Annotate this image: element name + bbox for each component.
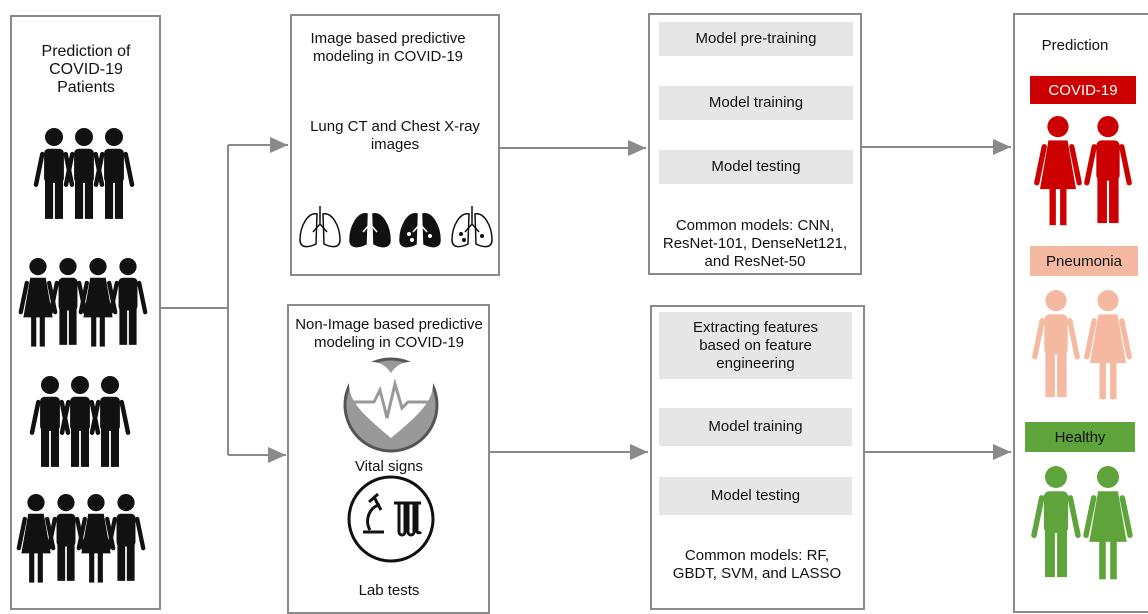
lung-figure: [399, 206, 441, 248]
image-step-testing: Model testing: [659, 150, 853, 184]
heartbeat-icon: [343, 357, 439, 453]
lungs-icon: [299, 206, 493, 248]
people-group-icon: [16, 128, 148, 583]
lung-figure: [299, 206, 341, 248]
patients-title: Prediction of COVID-19 Patients: [41, 43, 131, 96]
person-figure: [1084, 290, 1132, 400]
person-figure: [106, 494, 146, 581]
non-image-model-box: Extracting features based on feature eng…: [650, 305, 865, 610]
lung-figure: [451, 206, 493, 248]
non-image-based-title: Non-Image based predictive modeling in C…: [295, 316, 483, 351]
person-figure: [1083, 466, 1133, 580]
pneumonia-label: Pneumonia: [1030, 246, 1138, 276]
non-image-common-models: Common models: RF, GBDT, SVM, and LASSO: [672, 547, 842, 582]
person-figure: [108, 258, 148, 345]
person-figure: [1034, 116, 1082, 226]
image-common-models: Common models: CNN, ResNet-101, DenseNet…: [662, 217, 848, 270]
microscope-test-tubes-icon: [347, 475, 435, 563]
person-figure: [89, 376, 131, 467]
person-figure: [1084, 116, 1132, 224]
image-based-subtitle: Lung CT and Chest X-ray images: [310, 118, 480, 153]
non-image-step-testing: Model testing: [659, 477, 852, 515]
person-figure: [59, 376, 101, 467]
lab-tests-label: Lab tests: [358, 582, 420, 599]
lung-figure: [349, 206, 391, 248]
image-model-box: Model pre-training Model training Model …: [648, 13, 862, 275]
person-figure: [1032, 290, 1080, 398]
prediction-title: Prediction: [1041, 37, 1109, 54]
vital-signs-label: Vital signs: [354, 458, 424, 475]
connectors: [160, 137, 1011, 463]
person-figure: [78, 258, 118, 347]
covid-label: COVID-19: [1030, 76, 1136, 104]
person-icon: [1031, 116, 1133, 580]
person-figure: [1031, 466, 1081, 578]
image-step-training: Model training: [659, 86, 853, 120]
non-image-step-extracting: Extracting features based on feature eng…: [659, 312, 852, 379]
person-figure: [93, 128, 135, 219]
image-based-title: Image based predictive modeling in COVID…: [310, 30, 466, 65]
image-step-pretraining: Model pre-training: [659, 22, 853, 56]
non-image-step-training: Model training: [659, 408, 852, 446]
healthy-label: Healthy: [1025, 422, 1135, 452]
